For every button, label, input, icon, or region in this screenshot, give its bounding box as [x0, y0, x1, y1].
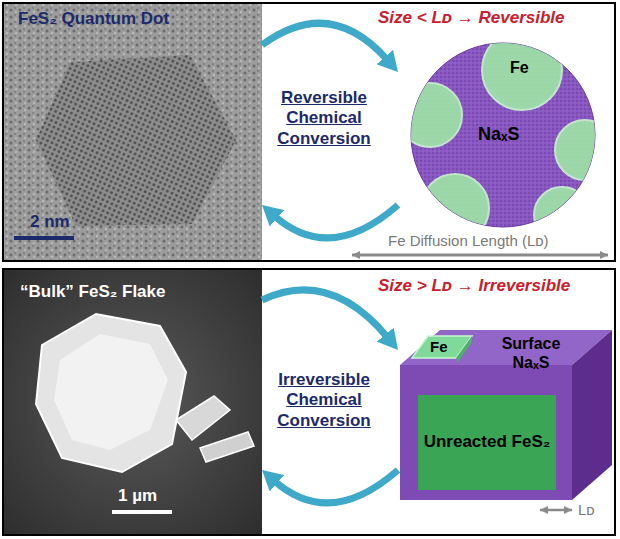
nanoparticle-sphere: FeNaₓS — [398, 40, 608, 228]
image-title: “Bulk” FeS₂ Flake — [20, 282, 166, 302]
phase-label: Fe — [430, 338, 448, 356]
image-title: FeS₂ Quantum Dot — [18, 9, 169, 29]
panel-heading: Size > Lᴅ → Irreversible — [378, 276, 570, 296]
phase-label: Surface NaₓS — [486, 334, 576, 372]
process-label: Irreversible Chemical Conversion — [262, 370, 386, 431]
sem-image: “Bulk” FeS₂ Flake 1 µm — [4, 270, 262, 534]
scale-bar — [112, 510, 172, 514]
scale-label: 1 µm — [118, 486, 157, 506]
nanoparticle — [398, 30, 615, 243]
phase-label: NaₓS — [478, 124, 520, 146]
sem-micrograph — [4, 270, 262, 534]
phase-label: Unreacted FeS₂ — [422, 432, 552, 452]
bulk-particle — [400, 330, 612, 500]
tem-micrograph — [4, 4, 262, 260]
conversion-arrow — [262, 23, 387, 60]
diffusion-length-arrow — [352, 254, 608, 257]
dimension-label: Fe Diffusion Length (Lᴅ) — [388, 232, 549, 250]
phase-label: Fe — [510, 58, 529, 77]
process-label: Reversible Chemical Conversion — [262, 88, 386, 149]
panel-heading: Size < Lᴅ → Reversible — [378, 8, 565, 28]
scale-label: 2 nm — [30, 212, 70, 232]
diffusion-length-arrow — [540, 509, 572, 512]
unreacted-core: Unreacted FeS₂ — [418, 395, 556, 490]
conversion-arrow — [262, 290, 388, 338]
scale-bar — [14, 236, 74, 240]
conversion-arrow — [274, 205, 398, 238]
tem-image: FeS₂ Quantum Dot 2 nm — [4, 4, 262, 260]
dimension-label: Lᴅ — [578, 501, 595, 519]
bulk-block: Unreacted FeS₂ Fe Surface NaₓS — [398, 318, 612, 505]
conversion-arrow — [274, 470, 398, 503]
